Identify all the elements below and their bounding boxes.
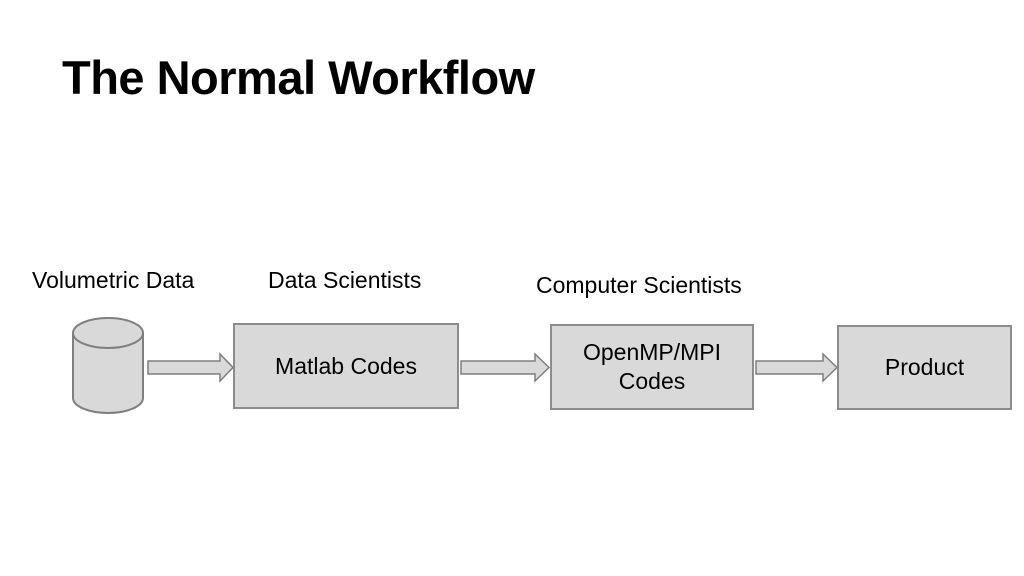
slide-title: The Normal Workflow [62,51,535,104]
product-box: Product [837,325,1012,410]
product-label: Product [884,354,965,380]
arrow-to-product [755,352,839,383]
data-scientists-label: Data Scientists [268,267,422,293]
arrow-to-openmp [460,352,551,383]
volumetric-data-label: Volumetric Data [32,267,195,293]
openmp-mpi-codes-label: OpenMP/MPI Codes [582,339,722,394]
openmp-mpi-codes-box: OpenMP/MPI Codes [550,324,754,410]
matlab-codes-box: Matlab Codes [233,323,459,409]
database-cylinder-icon [72,317,144,414]
arrow-to-matlab [147,352,235,383]
matlab-codes-label: Matlab Codes [275,352,417,379]
computer-scientists-label: Computer Scientists [536,272,742,298]
